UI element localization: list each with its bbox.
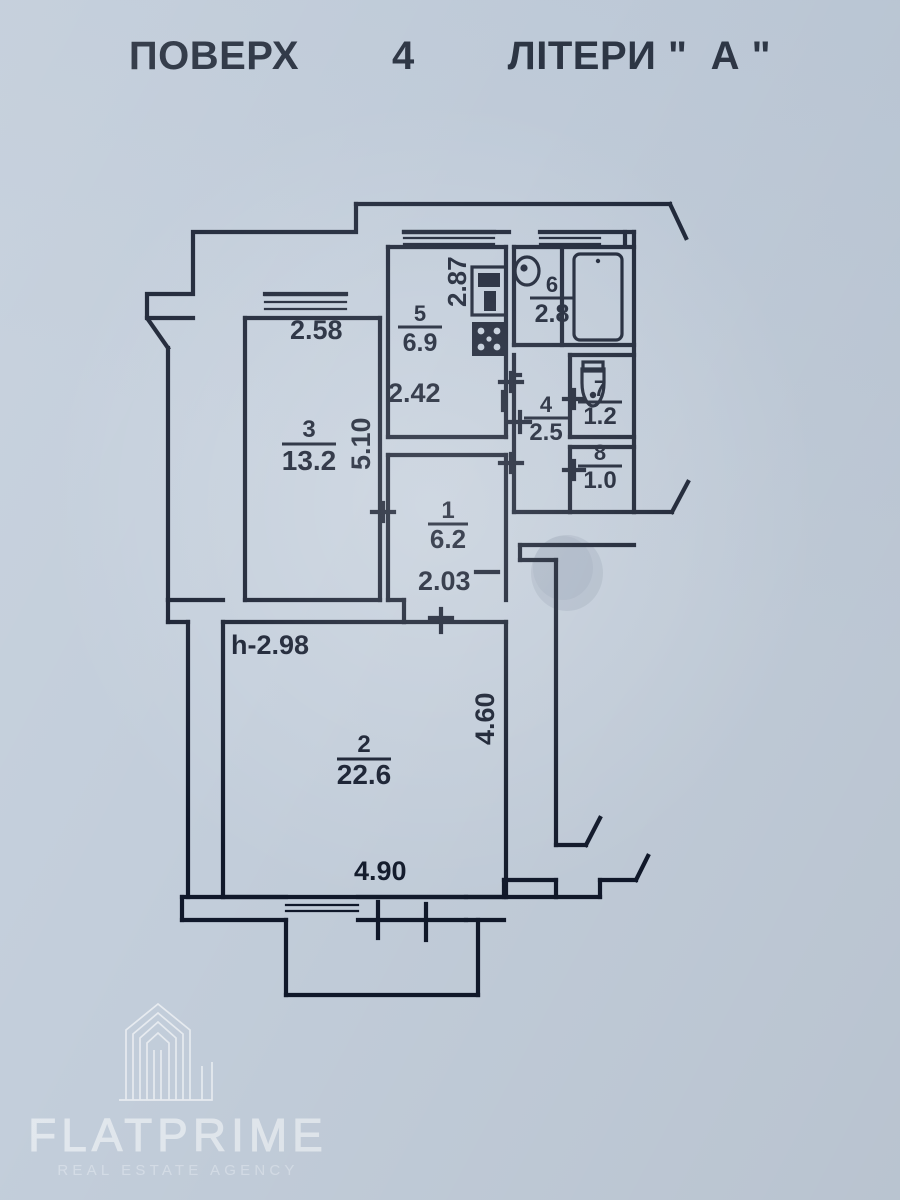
dimension-labels: 2.58 2.87 2.42 5.10 2.03 4.60 4.90 h-2.9… xyxy=(231,256,500,886)
room-6-label: 6 2.8 xyxy=(530,272,574,328)
dim-4-60: 4.60 xyxy=(470,692,500,745)
room-8-area: 1.0 xyxy=(583,467,616,494)
room-6-walls xyxy=(511,236,637,348)
room-1-label: 1 6.2 xyxy=(428,497,468,554)
toilet-icon xyxy=(580,360,606,408)
room-2-label: 2 22.6 xyxy=(337,731,392,790)
room-3-area: 13.2 xyxy=(282,445,337,476)
bathtub-icon xyxy=(572,252,624,342)
photo-shadow-blob xyxy=(531,535,603,611)
room-7-walls xyxy=(567,352,637,440)
room-7-number: 7 xyxy=(594,376,606,401)
room-8-walls xyxy=(567,444,637,515)
building-logo-icon xyxy=(119,1002,213,1101)
stove-icon xyxy=(472,322,506,356)
wall-outline xyxy=(144,201,691,923)
washbasin-icon xyxy=(513,255,541,287)
logo-wordmark: FLATPRIME xyxy=(28,1109,328,1162)
agency-logo: FLATPRIME REAL ESTATE AGENCY xyxy=(18,1000,338,1190)
dim-2-58: 2.58 xyxy=(290,315,343,345)
room-6-number: 6 xyxy=(546,272,558,297)
ceiling-height-label: h-2.98 xyxy=(231,630,309,660)
room-5-walls xyxy=(385,229,509,440)
dim-2-03: 2.03 xyxy=(418,566,471,596)
dim-5-10: 5.10 xyxy=(346,417,376,470)
room-7-label: 7 1.2 xyxy=(578,376,622,430)
kitchen-fixtures xyxy=(470,265,508,356)
room-6-area: 2.8 xyxy=(535,300,570,328)
logo-tagline: REAL ESTATE AGENCY xyxy=(57,1162,299,1179)
room-4-number: 4 xyxy=(540,392,553,417)
sink-icon xyxy=(470,265,508,317)
dim-2-42: 2.42 xyxy=(388,378,441,408)
page-title: ПОВЕРХ 4 ЛІТЕРИ " А " xyxy=(128,34,772,78)
room-1-area: 6.2 xyxy=(430,524,466,554)
room-4-label: 4 2.5 xyxy=(524,392,568,446)
room-5-area: 6.9 xyxy=(403,329,438,357)
room-5-label: 5 6.9 xyxy=(398,301,442,357)
room-1-number: 1 xyxy=(441,497,454,524)
room-3-number: 3 xyxy=(302,416,315,443)
room-7-area: 1.2 xyxy=(583,403,616,430)
dim-2-87: 2.87 xyxy=(442,256,472,307)
room-1-walls xyxy=(385,452,509,625)
plan-header: ПОВЕРХ 4 ЛІТЕРИ " А " xyxy=(0,34,900,79)
room-4-area: 2.5 xyxy=(529,419,562,446)
room-3-label: 3 13.2 xyxy=(282,416,337,476)
room-2-number: 2 xyxy=(357,731,370,758)
room-5-number: 5 xyxy=(414,301,426,326)
door-tick-marks xyxy=(369,370,587,943)
room-3-walls xyxy=(242,291,383,603)
dim-4-90: 4.90 xyxy=(354,856,407,886)
balcony-outline xyxy=(283,917,481,998)
room-2-walls xyxy=(220,619,509,913)
room-8-label: 8 1.0 xyxy=(578,440,622,494)
room-8-number: 8 xyxy=(594,440,606,465)
room-2-area: 22.6 xyxy=(337,759,392,790)
